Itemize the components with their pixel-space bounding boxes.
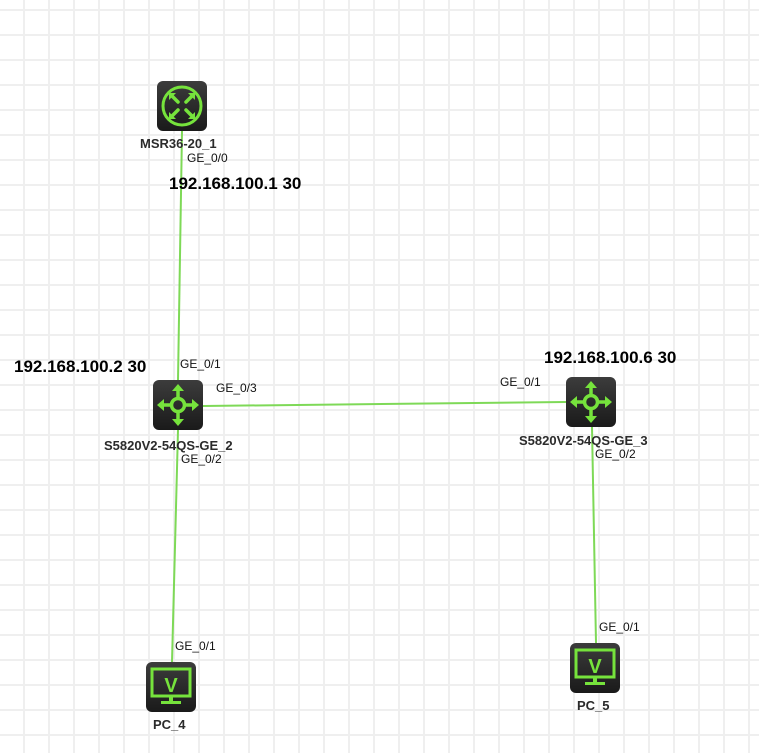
- switch3-node[interactable]: [566, 377, 616, 427]
- switch3-port-ge02: GE_0/2: [595, 447, 636, 461]
- switch2-port-ge02: GE_0/2: [181, 452, 222, 466]
- pc5-name-label: PC_5: [577, 698, 610, 713]
- switch2-port-ge01: GE_0/1: [180, 357, 221, 371]
- pc-monitor-icon: V: [150, 667, 192, 704]
- pc5-port-ge01: GE_0/1: [599, 620, 640, 634]
- pc4-node[interactable]: V: [146, 662, 196, 712]
- switch2-name-label: S5820V2-54QS-GE_2: [104, 438, 233, 453]
- pc5-glyph: V: [588, 656, 602, 678]
- router-icon: [161, 85, 203, 127]
- pc4-name-label: PC_4: [153, 717, 186, 732]
- router-name-label: MSR36-20_1: [140, 136, 217, 151]
- link-router-switch2[interactable]: [177, 130, 183, 381]
- switch2-ip-label: 192.168.100.2 30: [14, 357, 147, 376]
- switch2-port-ge03: GE_0/3: [216, 381, 257, 395]
- switch3-port-ge01: GE_0/1: [500, 375, 541, 389]
- link-switch2-pc4[interactable]: [171, 429, 179, 663]
- pc4-glyph: V: [164, 675, 178, 697]
- pc4-port-ge01: GE_0/1: [175, 639, 216, 653]
- router-node[interactable]: [157, 81, 207, 131]
- pc-monitor-icon: V: [574, 648, 616, 685]
- switch-icon: [570, 381, 612, 423]
- switch-icon: [157, 384, 199, 426]
- switch3-ip-label: 192.168.100.6 30: [544, 348, 677, 367]
- link-switch2-switch3[interactable]: [202, 401, 567, 407]
- switch2-node[interactable]: [153, 380, 203, 430]
- link-switch3-pc5[interactable]: [591, 426, 597, 644]
- router-ip-label: 192.168.100.1 30: [169, 174, 302, 193]
- pc5-node[interactable]: V: [570, 643, 620, 693]
- router-port-ge00: GE_0/0: [187, 151, 228, 165]
- switch3-name-label: S5820V2-54QS-GE_3: [519, 433, 648, 448]
